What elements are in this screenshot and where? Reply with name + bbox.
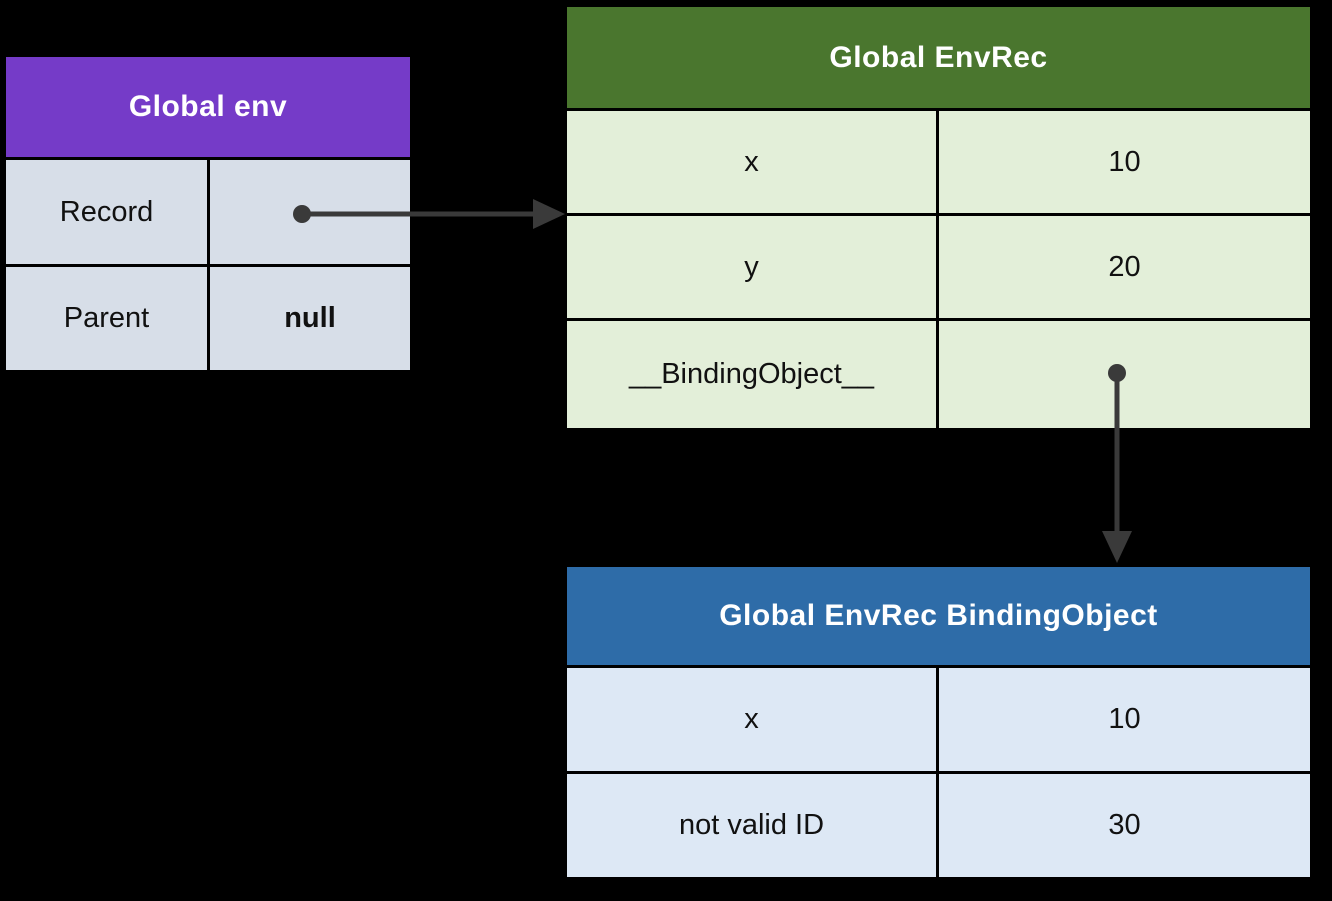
bindingobject-key-cell: __BindingObject__	[567, 321, 936, 428]
bindingobject-table: Global EnvRec BindingObject x 10 not val…	[565, 565, 1312, 879]
parent-key-cell: Parent	[6, 267, 207, 370]
record-key-cell: Record	[6, 160, 207, 264]
bo-x-key-cell: x	[567, 668, 936, 771]
global-env-table: Global env Record Parent null	[4, 55, 412, 372]
bo-notvalid-value-cell: 30	[939, 774, 1310, 877]
table-row: Record	[6, 160, 410, 264]
x-value-cell: 10	[939, 111, 1310, 213]
global-envrec-title: Global EnvRec	[567, 7, 1310, 108]
bo-x-value-cell: 10	[939, 668, 1310, 771]
bindingobject-title: Global EnvRec BindingObject	[567, 567, 1310, 665]
x-key-cell: x	[567, 111, 936, 213]
table-row: x 10	[567, 668, 1310, 771]
table-row: Parent null	[6, 267, 410, 370]
record-value-cell	[210, 160, 410, 264]
bindingobject-value-cell	[939, 321, 1310, 428]
table-row: y 20	[567, 216, 1310, 318]
table-row: not valid ID 30	[567, 774, 1310, 877]
table-row: x 10	[567, 111, 1310, 213]
table-row: __BindingObject__	[567, 321, 1310, 428]
arrowhead-right-icon	[533, 199, 565, 229]
parent-value-cell: null	[210, 267, 410, 370]
y-value-cell: 20	[939, 216, 1310, 318]
global-env-title: Global env	[6, 57, 410, 157]
global-envrec-table: Global EnvRec x 10 y 20 __BindingObject_…	[565, 5, 1312, 430]
arrowhead-down-icon	[1102, 531, 1132, 563]
y-key-cell: y	[567, 216, 936, 318]
bo-notvalid-key-cell: not valid ID	[567, 774, 936, 877]
